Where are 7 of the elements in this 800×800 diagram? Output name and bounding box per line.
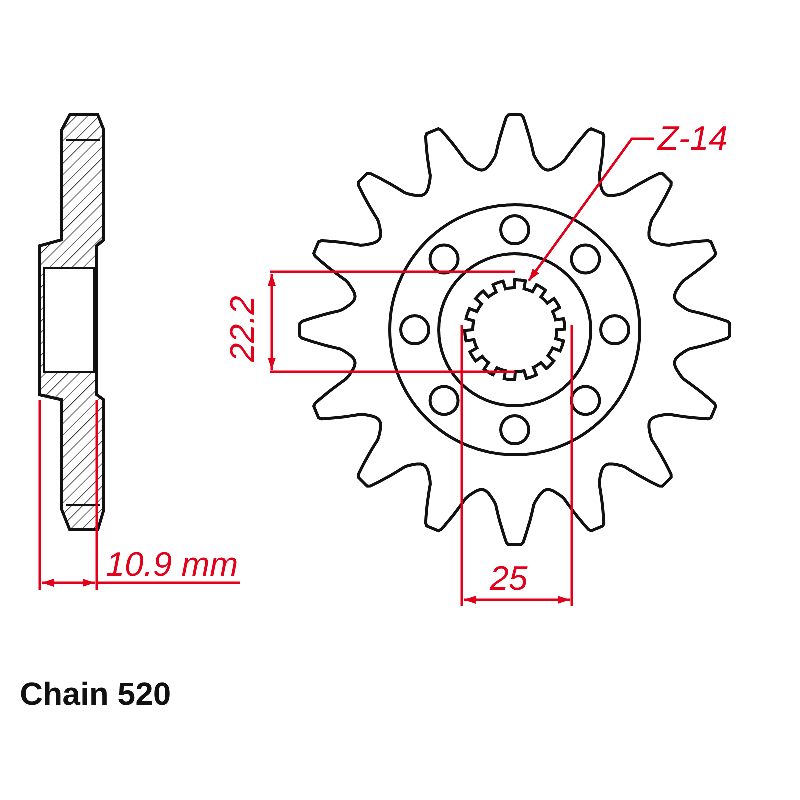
dimension-label: 22.2 bbox=[226, 296, 260, 362]
spline-bore bbox=[464, 278, 566, 382]
chain-size-label: Chain 520 bbox=[20, 678, 172, 710]
callout-label: Z-14 bbox=[658, 122, 728, 156]
dimension-label: 10.9 mm bbox=[106, 548, 238, 582]
leader-line bbox=[528, 138, 654, 282]
dimension-label: 25 bbox=[490, 562, 528, 596]
